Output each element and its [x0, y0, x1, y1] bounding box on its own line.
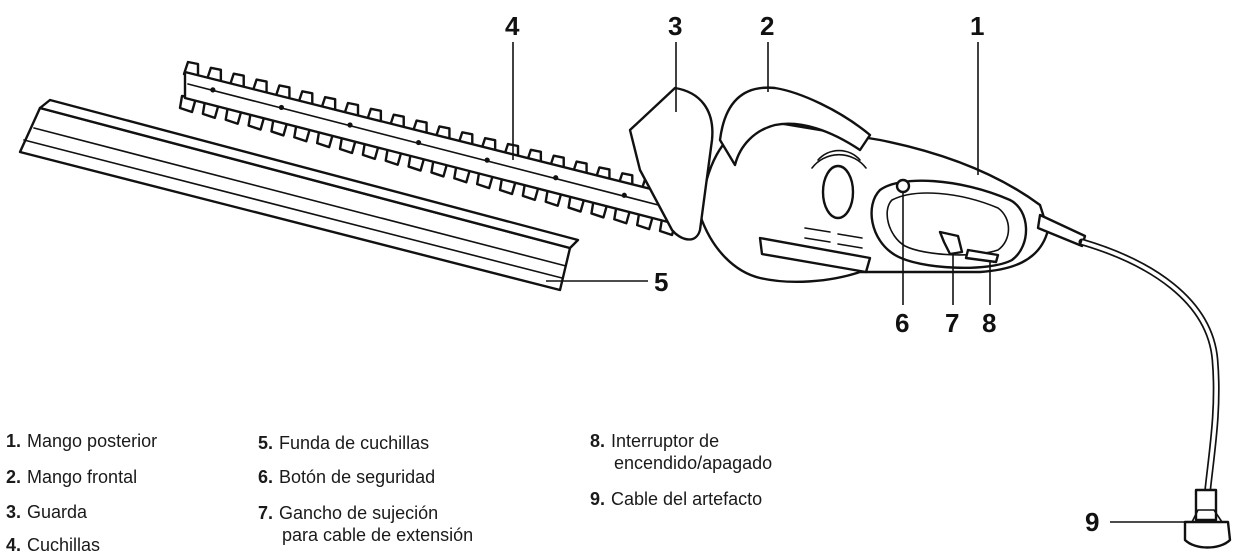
legend-text: Interruptor de	[611, 431, 720, 451]
blade-rivet	[210, 87, 216, 93]
leader-lines	[512, 42, 1188, 523]
legend-text: Mango frontal	[27, 467, 138, 487]
callout-5: 5	[654, 267, 668, 297]
legend-item-5: 5.Funda de cuchillas	[258, 432, 429, 454]
callout-1: 1	[970, 11, 984, 41]
legend-text: Mango posterior	[27, 431, 158, 451]
legend-item-1: 1.Mango posterior	[6, 430, 157, 452]
legend-text: Cuchillas	[27, 535, 101, 555]
legend-text: Gancho de sujeción	[279, 503, 439, 523]
blade-rivet	[415, 139, 422, 146]
blade-rivets	[210, 87, 627, 198]
blade-rivet	[347, 122, 353, 128]
legend-number: 9.	[590, 489, 606, 509]
legend-text: Funda de cuchillas	[279, 433, 430, 453]
callout-numbers: 1 2 3 4 5 6 7 8 9	[505, 11, 1099, 537]
legend-item-7: 7.Gancho de sujeción para cable de exten…	[258, 502, 473, 546]
legend-number: 3.	[6, 502, 22, 522]
callout-9: 9	[1085, 507, 1099, 537]
safety-button-part	[895, 178, 911, 194]
legend-item-2: 2.Mango frontal	[6, 466, 137, 488]
blade-rivet	[484, 157, 490, 163]
legend-text: Cable del artefacto	[611, 489, 763, 509]
legend-text-continued: para cable de extensión	[282, 525, 474, 545]
cord-hook-part	[938, 230, 964, 256]
callout-3: 3	[668, 11, 682, 41]
blade-sheath	[18, 98, 580, 292]
legend-number: 4.	[6, 535, 22, 555]
power-cord	[1036, 213, 1232, 549]
legend-item-6: 6.Botón de seguridad	[258, 466, 435, 488]
legend-text: Botón de seguridad	[279, 467, 436, 487]
legend-number: 5.	[258, 433, 274, 453]
callout-2: 2	[760, 11, 774, 41]
legend-number: 1.	[6, 431, 22, 451]
callout-6: 6	[895, 308, 909, 338]
legend-item-4: 4.Cuchillas	[6, 534, 100, 556]
trigger-switch-part	[964, 248, 1000, 264]
legend-item-8: 8.Interruptor de encendido/apagado	[590, 430, 772, 474]
blade-rivet	[553, 175, 559, 181]
trimmer-body	[628, 86, 1050, 284]
callout-4: 4	[505, 11, 520, 41]
blades	[178, 60, 680, 237]
blade-rivet	[621, 192, 627, 198]
legend-text-continued: encendido/apagado	[614, 453, 773, 473]
callout-8: 8	[982, 308, 996, 338]
legend-item-9: 9.Cable del artefacto	[590, 488, 762, 510]
legend-text: Guarda	[27, 502, 88, 522]
callout-7: 7	[945, 308, 959, 338]
legend-number: 2.	[6, 467, 22, 487]
legend-item-3: 3.Guarda	[6, 501, 87, 523]
legend-number: 6.	[258, 467, 274, 487]
legend-number: 7.	[258, 503, 274, 523]
legend-number: 8.	[590, 431, 606, 451]
blade-rivet	[278, 104, 285, 111]
